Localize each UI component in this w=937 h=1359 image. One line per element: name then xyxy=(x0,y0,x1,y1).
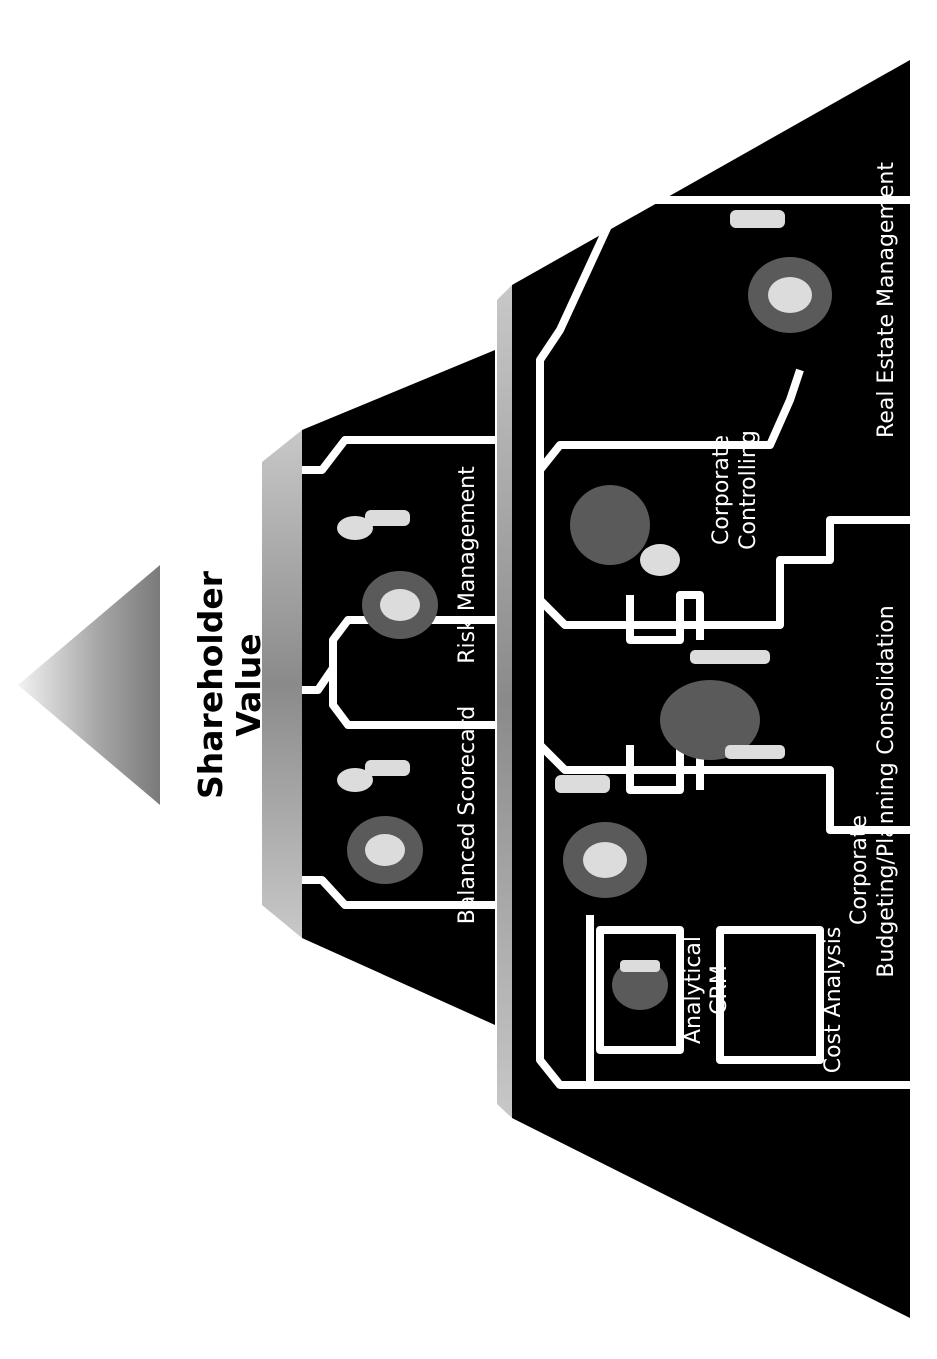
label-consolidation: Consolidation xyxy=(874,605,899,755)
figure-group-crm xyxy=(612,960,668,1010)
label-corporate-controlling-2: Controlling xyxy=(736,430,761,550)
label-balanced-scorecard: Balanced Scorecard xyxy=(455,706,480,925)
label-real-estate-management: Real Estate Management xyxy=(874,162,899,438)
label-corporate-controlling-1: Corporate xyxy=(709,435,734,545)
lower-tier-bevel xyxy=(497,285,512,1118)
label-cost-analysis: Cost Analysis xyxy=(821,927,846,1074)
title-line-2: Value xyxy=(229,633,268,736)
title-line-1: Shareholder xyxy=(191,570,230,799)
label-risk-management: Risk Management xyxy=(455,466,480,664)
label-crm: CRM xyxy=(707,965,732,1015)
upper-tier-bevel xyxy=(262,430,302,938)
label-corporate-budgeting-1: Corporate xyxy=(847,815,872,925)
pyramid-apex xyxy=(18,565,160,805)
title-group: Shareholder Value xyxy=(191,570,268,799)
label-analytical: Analytical xyxy=(681,936,706,1044)
label-corporate-budgeting-2: Budgeting/Planning xyxy=(874,762,899,977)
